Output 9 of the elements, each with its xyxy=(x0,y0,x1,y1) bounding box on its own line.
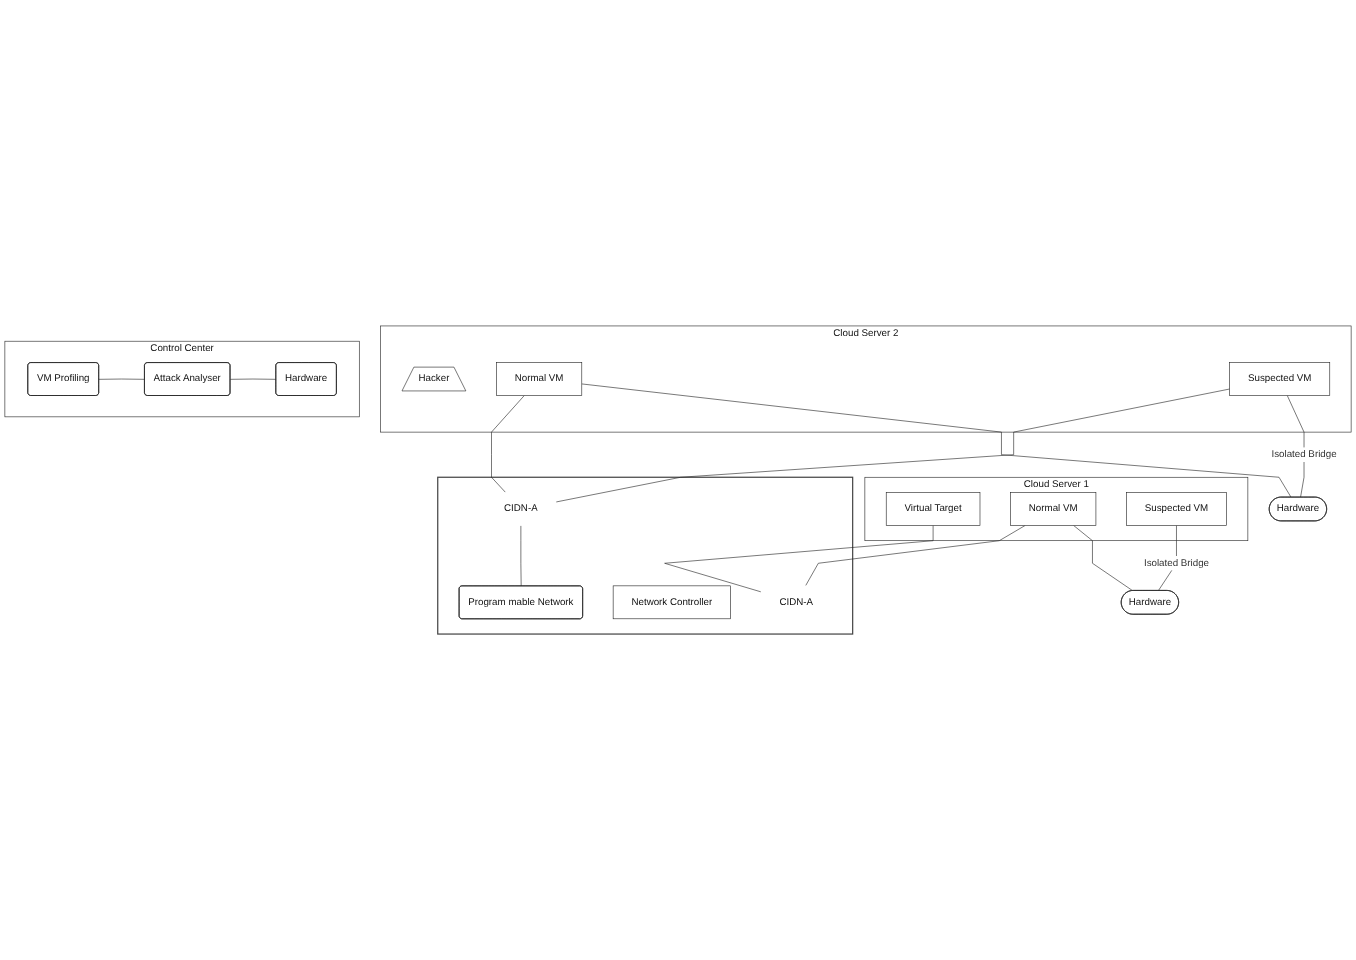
connector xyxy=(581,383,1292,498)
connector xyxy=(664,525,934,593)
connector xyxy=(1073,525,1134,592)
connector xyxy=(230,378,277,380)
connector xyxy=(491,395,525,493)
connector xyxy=(98,378,146,380)
connector xyxy=(805,525,1026,587)
connector xyxy=(555,388,1230,503)
cluster xyxy=(437,476,854,635)
